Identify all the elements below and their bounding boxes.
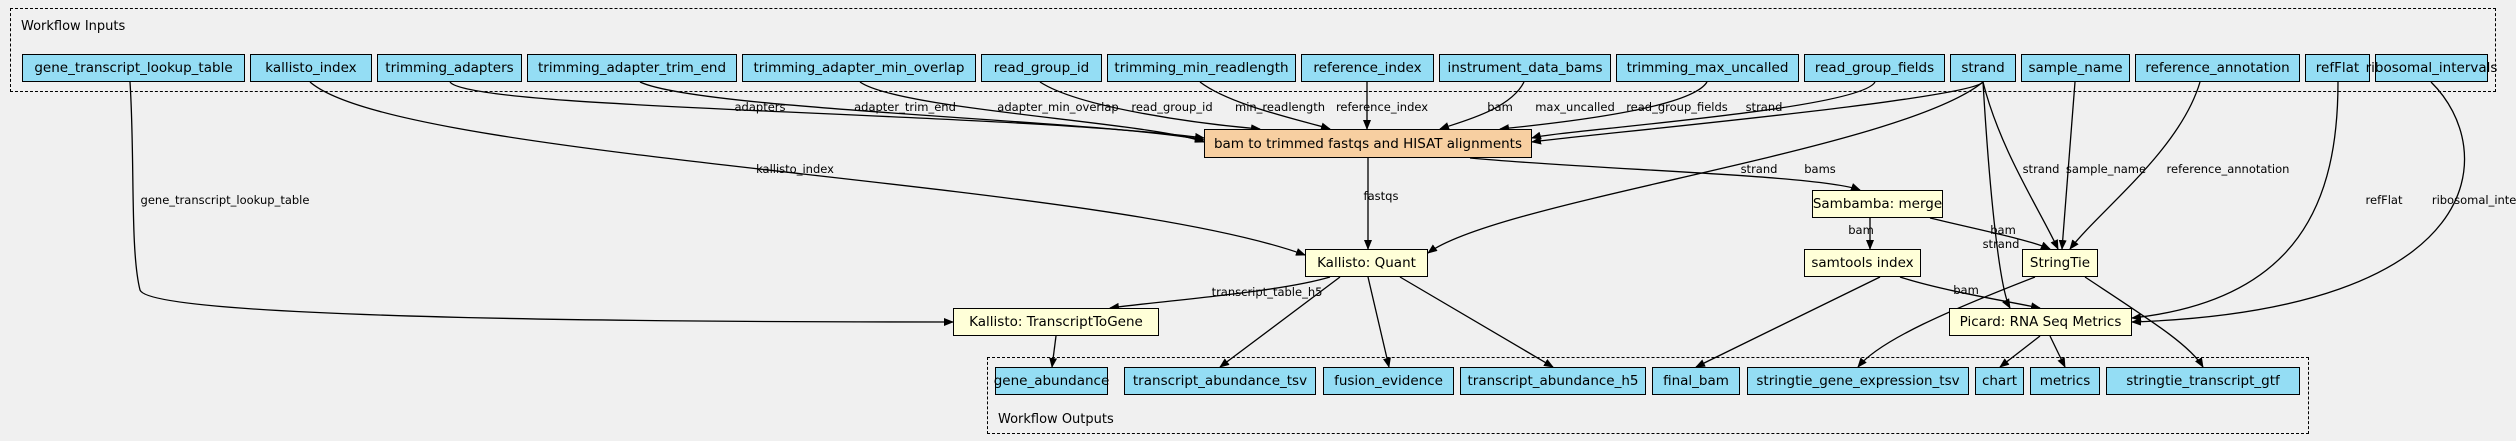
edge-label-bam-stringtie: bam bbox=[1990, 223, 2016, 237]
edge-30 bbox=[1857, 276, 2036, 368]
edge-label-read-group-fields: read_group_fields bbox=[1626, 100, 1728, 114]
input-gene-transcript-lookup-table[interactable]: gene_transcript_lookup_table bbox=[22, 54, 245, 82]
edge-21 bbox=[1982, 81, 2011, 309]
edge-17 bbox=[1929, 217, 2051, 250]
output-transcript-abundance-tsv[interactable]: transcript_abundance_tsv bbox=[1124, 367, 1316, 395]
output-stringtie-transcript-gtf[interactable]: stringtie_transcript_gtf bbox=[2106, 367, 2300, 395]
step-kallisto-quant[interactable]: Kallisto: Quant bbox=[1305, 249, 1428, 277]
edge-25 bbox=[1049, 335, 1058, 368]
step-samtools-index[interactable]: samtools index bbox=[1804, 249, 1921, 277]
edge-label-refflat: refFlat bbox=[2365, 193, 2403, 207]
edge-15 bbox=[1109, 276, 1331, 311]
edge-label-kallisto-index: kallisto_index bbox=[756, 162, 834, 176]
edge-24 bbox=[2131, 81, 2466, 326]
edge-label-adapter-min-overlap: adapter_min_overlap bbox=[997, 100, 1119, 114]
edge-label-max-uncalled: max_uncalled bbox=[1535, 100, 1615, 114]
edge-label-bam-picard: bam bbox=[1953, 283, 1979, 297]
edge-8 bbox=[1531, 81, 1876, 140]
workflow-inputs-title: Workflow Inputs bbox=[21, 19, 126, 34]
edge-10 bbox=[309, 81, 1306, 256]
edge-23 bbox=[2131, 81, 2339, 322]
workflow-inputs-group: Workflow Inputs bbox=[10, 8, 2496, 92]
edge-4 bbox=[1199, 81, 1331, 131]
output-metrics[interactable]: metrics bbox=[2030, 367, 2100, 395]
edge-20 bbox=[2069, 81, 2201, 250]
edge-label-transcript-table-h5: transcript_table_h5 bbox=[1211, 285, 1323, 299]
edge-label-strand-stringtie: strand bbox=[2022, 162, 2060, 176]
step-sambamba-merge[interactable]: Sambamba: merge bbox=[1812, 190, 1943, 218]
input-reference-index[interactable]: reference_index bbox=[1301, 54, 1434, 82]
input-reference-annotation[interactable]: reference_annotation bbox=[2135, 54, 2300, 82]
input-strand[interactable]: strand bbox=[1950, 54, 2016, 82]
edge-29 bbox=[1695, 276, 1881, 368]
step-kallisto-transcript-to-gene[interactable]: Kallisto: TranscriptToGene bbox=[953, 308, 1159, 336]
step-stringtie[interactable]: StringTie bbox=[2022, 249, 2098, 277]
workflow-outputs-group: Workflow Outputs bbox=[987, 357, 2309, 434]
edge-label-bam: bam bbox=[1487, 100, 1513, 114]
output-final-bam[interactable]: final_bam bbox=[1652, 367, 1740, 395]
edge-26 bbox=[1219, 276, 1341, 368]
edge-18 bbox=[1982, 81, 2059, 250]
edge-28 bbox=[1399, 276, 1554, 368]
edge-label-sample-name: sample_name bbox=[2065, 162, 2147, 176]
edge-label-strand-picard: strand bbox=[1982, 237, 2020, 251]
input-refflat[interactable]: refFlat bbox=[2305, 54, 2370, 82]
output-fusion-evidence[interactable]: fusion_evidence bbox=[1323, 367, 1454, 395]
edge-13 bbox=[1469, 157, 1861, 191]
edge-label-fastqs: fastqs bbox=[1363, 189, 1399, 203]
edge-label-gene-transcript-lookup-table: gene_transcript_lookup_table bbox=[140, 193, 310, 207]
output-transcript-abundance-h5[interactable]: transcript_abundance_h5 bbox=[1460, 367, 1646, 395]
edge-1 bbox=[639, 81, 1205, 143]
input-sample-name[interactable]: sample_name bbox=[2021, 54, 2130, 82]
input-trimming-min-readlength[interactable]: trimming_min_readlength bbox=[1107, 54, 1296, 82]
output-chart[interactable]: chart bbox=[1975, 367, 2024, 395]
edge-32 bbox=[2049, 335, 2066, 368]
edge-label-reference-index: reference_index bbox=[1335, 100, 1429, 114]
edge-label-read-group-id: read_group_id bbox=[1131, 100, 1213, 114]
output-stringtie-gene-expression-tsv[interactable]: stringtie_gene_expression_tsv bbox=[1747, 367, 1969, 395]
input-ribosomal-intervals[interactable]: ribosomal_intervals bbox=[2366, 54, 2497, 82]
input-trimming-adapter-trim-end[interactable]: trimming_adapter_trim_end bbox=[527, 54, 737, 82]
edge-14 bbox=[129, 81, 954, 326]
edge-19 bbox=[2058, 81, 2076, 250]
input-trimming-adapters[interactable]: trimming_adapters bbox=[377, 54, 522, 82]
input-kallisto-index[interactable]: kallisto_index bbox=[250, 54, 372, 82]
edge-label-bam-samtools: bam bbox=[1848, 223, 1874, 237]
step-bam-to-trimmed-fastqs[interactable]: bam to trimmed fastqs and HISAT alignmen… bbox=[1204, 129, 1532, 158]
edge-9 bbox=[1531, 81, 1984, 145]
edge-label-adapters: adapters bbox=[734, 100, 786, 114]
step-picard-rnaseq-metrics[interactable]: Picard: RNA Seq Metrics bbox=[1949, 308, 2132, 336]
input-read-group-fields[interactable]: read_group_fields bbox=[1804, 54, 1945, 82]
edge-label-bams: bams bbox=[1804, 162, 1836, 176]
edge-label-strand-bam2fastq: strand bbox=[1745, 100, 1783, 114]
input-trimming-max-uncalled[interactable]: trimming_max_uncalled bbox=[1616, 54, 1799, 82]
edge-6 bbox=[1439, 81, 1525, 130]
edge-label-strand-kallisto: strand bbox=[1740, 162, 1778, 176]
input-read-group-id[interactable]: read_group_id bbox=[981, 54, 1102, 82]
workflow-outputs-title: Workflow Outputs bbox=[998, 412, 1114, 427]
edge-label-reference-annotation: reference_annotation bbox=[2166, 162, 2290, 176]
edge-27 bbox=[1367, 276, 1391, 368]
edge-label-adapter-trim-end: adapter_trim_end bbox=[854, 100, 956, 114]
edge-31 bbox=[1999, 335, 2041, 368]
output-gene-abundance[interactable]: gene_abundance bbox=[994, 367, 1109, 395]
edge-label-ribosomal-intervals: ribosomal_intervals bbox=[2431, 193, 2516, 207]
edge-33 bbox=[2084, 276, 2204, 368]
edge-22 bbox=[1899, 276, 2041, 311]
edge-label-min-readlength: min_readlength bbox=[1235, 100, 1325, 114]
input-instrument-data-bams[interactable]: instrument_data_bams bbox=[1439, 54, 1611, 82]
input-trimming-adapter-min-overlap[interactable]: trimming_adapter_min_overlap bbox=[742, 54, 976, 82]
edge-2 bbox=[859, 81, 1205, 143]
